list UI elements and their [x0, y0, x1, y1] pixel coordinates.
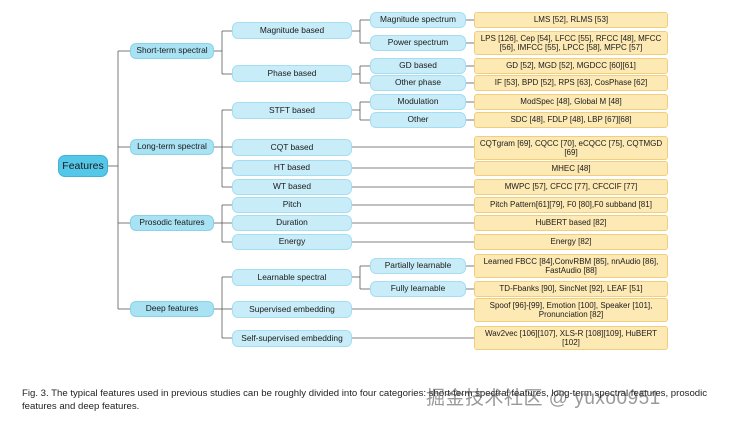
node-phase-based: Phase based	[232, 65, 352, 82]
node-fully-learnable: Fully learnable	[370, 281, 466, 297]
node-features: Features	[58, 155, 108, 177]
leaf-gd-based: GD [52], MGD [52], MGDCC [60][61]	[474, 58, 668, 74]
node-gd-based: GD based	[370, 58, 466, 74]
node-pitch: Pitch	[232, 197, 352, 213]
node-self-supervised-embedding: Self-supervised embedding	[232, 330, 352, 347]
node-magnitude-based: Magnitude based	[232, 22, 352, 39]
leaf-modulation: ModSpec [48], Global M [48]	[474, 94, 668, 110]
leaf-partially-learnable: Learned FBCC [84],ConvRBM [85], nnAudio …	[474, 254, 668, 278]
node-duration: Duration	[232, 215, 352, 231]
node-magnitude-spectrum: Magnitude spectrum	[370, 12, 466, 28]
node-energy: Energy	[232, 234, 352, 250]
node-long-term-spectral: Long-term spectral	[130, 139, 214, 155]
leaf-other: SDC [48], FDLP [48], LBP [67][68]	[474, 112, 668, 128]
leaf-ht-based: MHEC [48]	[474, 161, 668, 176]
node-power-spectrum: Power spectrum	[370, 35, 466, 51]
leaf-fully-learnable: TD-Fbanks [90], SincNet [92], LEAF [51]	[474, 281, 668, 297]
node-prosodic-features: Prosodic features	[130, 215, 214, 231]
tree-connectors	[108, 19, 474, 339]
watermark: 掘金技术社区 @ yuxo0951	[426, 388, 661, 409]
leaf-other-phase: IF [53], BPD [52], RPS [63], CosPhase [6…	[474, 75, 668, 91]
node-wt-based: WT based	[232, 179, 352, 195]
leaf-pitch: Pitch Pattern[61][79], F0 [80],F0 subban…	[474, 197, 668, 213]
node-deep-features: Deep features	[130, 301, 214, 317]
leaf-energy: Energy [82]	[474, 234, 668, 250]
node-supervised-embedding: Supervised embedding	[232, 301, 352, 318]
node-modulation: Modulation	[370, 94, 466, 110]
leaf-magnitude-spectrum: LMS [52], RLMS [53]	[474, 12, 668, 28]
node-cqt-based: CQT based	[232, 139, 352, 156]
figure-caption: Fig. 3. The typical features used in pre…	[22, 388, 708, 412]
node-other-phase: Other phase	[370, 75, 466, 91]
leaf-self-supervised-embedding: Wav2vec [106][107], XLS-R [108][109], Hu…	[474, 326, 668, 350]
node-learnable-spectral: Learnable spectral	[232, 269, 352, 286]
leaf-duration: HuBERT based [82]	[474, 215, 668, 231]
leaf-cqt-based: CQTgram [69], CQCC [70], eCQCC [75], CQT…	[474, 136, 668, 160]
leaf-wt-based: MWPC [57], CFCC [77], CFCCIF [77]	[474, 179, 668, 195]
node-ht-based: HT based	[232, 160, 352, 176]
node-other: Other	[370, 112, 466, 128]
node-stft-based: STFT based	[232, 102, 352, 119]
node-partially-learnable: Partially learnable	[370, 258, 466, 274]
leaf-power-spectrum: LPS [126], Cep [54], LFCC [55], RFCC [48…	[474, 31, 668, 55]
leaf-supervised-embedding: Spoof [96]-[99], Emotion [100], Speaker …	[474, 298, 668, 322]
node-short-term-spectral: Short-term spectral	[130, 43, 214, 59]
